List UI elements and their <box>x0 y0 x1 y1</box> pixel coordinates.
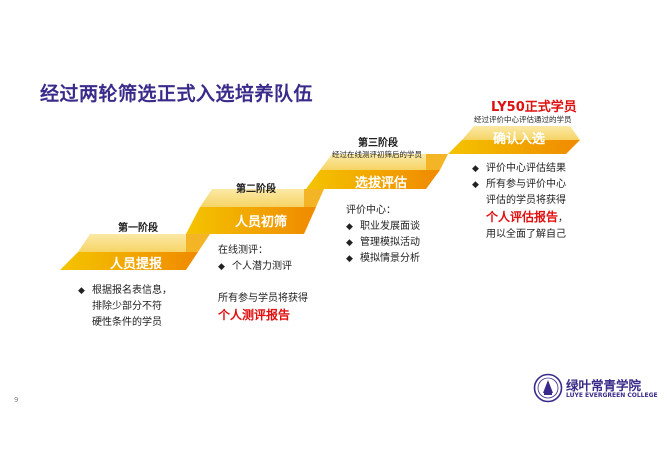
logo-name-en: LUYE EVERGREEN COLLEGE <box>566 392 658 399</box>
stage-2-highlight: 个人测评报告 <box>218 308 291 322</box>
step-1-band <box>60 252 198 270</box>
stage-4-name: 确认入选 <box>492 132 545 147</box>
stage-1-description: ◆根据报名表信息， 排除少部分不符 硬性条件的学员 <box>78 285 172 328</box>
step-2-band <box>186 207 316 234</box>
diamond-bullet-icon: ◆ <box>78 286 85 296</box>
slide-title: 经过两轮筛选正式入选培养队伍 <box>40 83 314 105</box>
diamond-bullet-icon: ◆ <box>472 180 479 190</box>
stage-3-phase-label: 第三阶段 <box>358 138 398 149</box>
stage-4-phase-sublabel: 经过评价中心评估通过的学员 <box>474 115 572 124</box>
page-number: 9 <box>14 396 19 404</box>
riser-3-face <box>426 154 448 170</box>
diamond-bullet-icon: ◆ <box>218 262 225 272</box>
stage-4-highlight: 个人评估报告 <box>486 210 559 224</box>
logo-name-cn: 绿叶常青学院 <box>566 378 642 393</box>
college-logo-icon <box>533 373 563 403</box>
stage-2-description: 在线测评： ◆个人潜力测评 所有参与学员将获得 个人测评报告 <box>218 245 308 322</box>
diamond-bullet-icon: ◆ <box>346 254 353 264</box>
diamond-bullet-icon: ◆ <box>346 222 353 232</box>
stage-4-phase-label: LY50正式学员 <box>491 100 577 115</box>
step-3-band <box>306 170 440 189</box>
step-4-band <box>448 140 580 154</box>
step-2-top <box>200 189 316 207</box>
stage-2-name: 人员初筛 <box>234 215 287 230</box>
stage-1-name: 人员提报 <box>109 257 162 272</box>
stage-3-name: 选拔评估 <box>354 176 407 191</box>
stage-1-phase-label: 第一阶段 <box>118 223 158 234</box>
diamond-bullet-icon: ◆ <box>346 238 353 248</box>
diamond-bullet-icon: ◆ <box>472 164 479 174</box>
riser-1-face <box>186 234 210 252</box>
stage-2-phase-label: 第二阶段 <box>236 184 276 195</box>
step-3-top <box>320 154 440 170</box>
step-4-top <box>462 126 580 140</box>
stage-4-description: ◆评价中心评估结果 ◆所有参与评价中心 评估的学员将获得 个人评估报告， 用以全… <box>472 163 569 240</box>
riser-2-face <box>304 189 324 207</box>
stage-3-description: 评价中心： ◆职业发展面谈 ◆管理模拟活动 ◆模拟情景分析 <box>346 203 420 267</box>
stage-3-phase-sublabel: 经过在线测评初筛后的学员 <box>332 150 422 159</box>
step-1-top <box>78 234 198 252</box>
